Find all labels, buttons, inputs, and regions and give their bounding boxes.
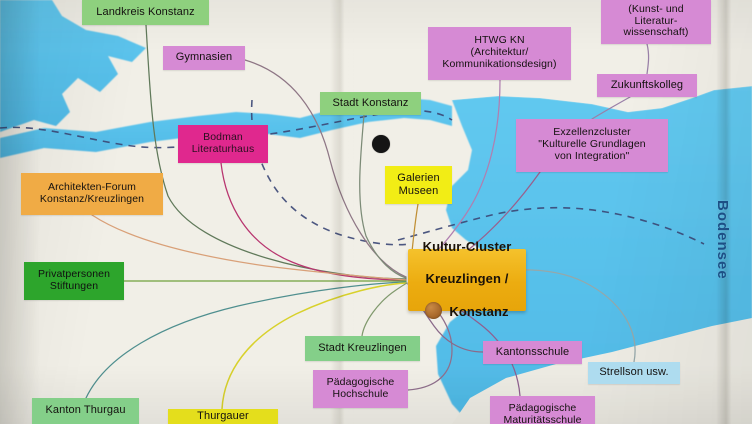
node-kantonsschule[interactable]: Kantonsschule: [483, 341, 582, 364]
connector-thurgauer: [221, 282, 407, 410]
node-galerien-museen[interactable]: Galerien Museen: [385, 166, 452, 204]
connector-kanton-thurgau: [85, 281, 407, 399]
node-privatpersonen[interactable]: Privatpersonen Stiftungen: [24, 262, 124, 300]
node-bodman-literaturhaus[interactable]: Bodman Literaturhaus: [178, 125, 268, 163]
node-gymnasien[interactable]: Gymnasien: [163, 46, 245, 70]
lake-label-bodensee: Bodensee: [714, 200, 731, 280]
node-zukunftskolleg[interactable]: Zukunftskolleg: [597, 74, 697, 97]
node-uni-konstanz-fach[interactable]: (Kunst- und Literatur- wissenschaft): [601, 0, 711, 44]
node-stadt-konstanz[interactable]: Stadt Konstanz: [320, 92, 421, 115]
node-exzellenzcluster[interactable]: Exzellenzcluster "Kulturelle Grundlagen …: [516, 119, 668, 172]
hub-dot-icon: [425, 302, 443, 320]
connector-landkreis-konstanz: [145, 24, 407, 280]
node-paedagogische-maturitaetsschule[interactable]: Pädagogische Maturitätsschule: [490, 396, 595, 424]
node-htwg-kn[interactable]: HTWG KN (Architektur/ Kommunikationsdesi…: [428, 27, 571, 80]
connector-stadt-kreuzlingen: [361, 282, 408, 337]
water-west-arm: [0, 0, 146, 132]
node-architekten-forum[interactable]: Architekten-Forum Konstanz/Kreuzlingen: [21, 173, 163, 215]
node-strellson[interactable]: Strellson usw.: [588, 362, 680, 384]
hub-kultur-cluster[interactable]: Kultur-Cluster Kreuzlingen / Konstanz: [408, 239, 526, 320]
konstanz-city-dot: [372, 135, 390, 153]
connector-architekten-forum: [91, 214, 407, 281]
node-paedagogische-hochschule[interactable]: Pädagogische Hochschule: [313, 370, 408, 408]
connector-stadt-konstanz: [359, 114, 407, 279]
connector-zukunftskolleg: [646, 43, 650, 75]
node-stadt-kreuzlingen[interactable]: Stadt Kreuzlingen: [305, 336, 420, 361]
node-landkreis-konstanz[interactable]: Landkreis Konstanz: [82, 0, 209, 25]
connector-bodman: [220, 162, 407, 281]
hub-line-3: Konstanz: [449, 304, 509, 320]
hub-line-2: Kreuzlingen /: [425, 270, 509, 286]
connector-zukunftskolleg-exzellenzcluster: [591, 96, 631, 120]
node-thurgauer[interactable]: Thurgauer: [168, 409, 278, 424]
node-kanton-thurgau[interactable]: Kanton Thurgau: [32, 398, 139, 424]
hub-line-1: Kultur-Cluster: [422, 238, 512, 254]
